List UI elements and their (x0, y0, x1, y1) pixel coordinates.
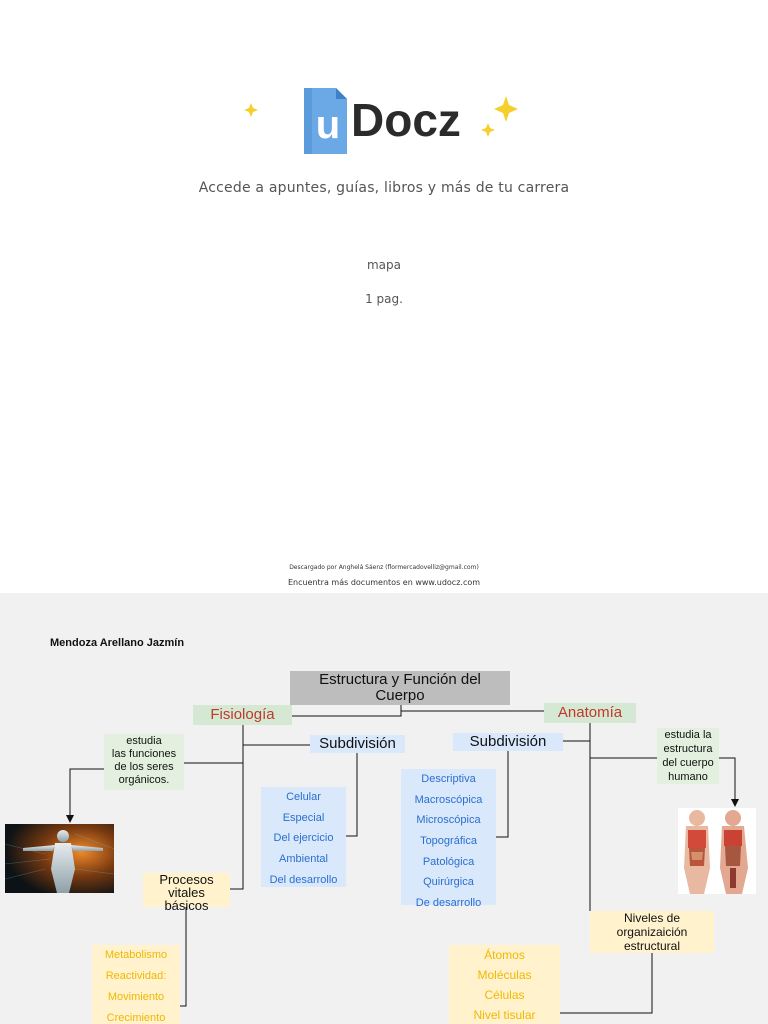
niveles-line: organizaición (616, 925, 688, 939)
author-name: Mendoza Arellano Jazmín (50, 637, 185, 649)
list-item: Macroscópica (414, 793, 483, 806)
document-mark-icon (304, 88, 347, 154)
human-figure-icon (5, 824, 114, 893)
estudia-left-line: estudia (126, 735, 162, 747)
connector-anat-estudia (590, 757, 736, 800)
connector-estudia-image-left (69, 768, 104, 816)
map-title: Estructura y Función del Cuerpo (290, 671, 510, 705)
procesos-line: básicos (164, 898, 209, 913)
node-subdivision-anatomia: Subdivisión (453, 733, 563, 751)
list-item: Nivel tisular (473, 1008, 536, 1022)
estudia-right-line: humano (668, 771, 708, 783)
list-item: Topográfica (420, 835, 477, 848)
document-type: mapa (366, 258, 401, 272)
page-count: 1 pag. (365, 292, 403, 306)
sparkle-icon-right-large (494, 96, 518, 122)
list-item: Descriptiva (421, 773, 476, 785)
cover-page: u Docz Accede a apuntes, guías, libros y… (198, 82, 570, 587)
list-item: Células (484, 988, 525, 1002)
list-item: Del desarrollo (269, 873, 338, 886)
list-item: Especial (282, 811, 325, 824)
logo-graphic (244, 88, 518, 154)
estudia-right-line: del cuerpo (662, 757, 714, 769)
connector-niveles-list (560, 953, 653, 1014)
logo-mark-letter: u (315, 103, 341, 147)
list-item: Microscópica (416, 814, 481, 827)
node-procesos-vitales: Procesos vitales básicos (143, 872, 230, 912)
download-note: Descargado por Anghelá Sáenz (flormercad… (289, 564, 479, 571)
list-item: Ambiental (279, 853, 328, 866)
more-documents-link[interactable]: Encuentra más documentos en www.udocz.co… (287, 578, 481, 587)
procesos-line: Procesos (159, 872, 214, 887)
estudia-left-line: las funciones (111, 748, 177, 760)
list-item: Crecimiento (106, 1012, 166, 1024)
list-item: Moléculas (477, 968, 532, 982)
arrowhead-left (66, 815, 74, 823)
tagline: Accede a apuntes, guías, libros y más de… (198, 180, 570, 196)
arrowhead-right (731, 799, 739, 807)
niveles-line: Niveles de (623, 911, 681, 925)
human-body-image (5, 824, 114, 893)
estudia-right-line: estudia la (664, 729, 712, 741)
anatomy-organs-image (678, 808, 756, 894)
sparkle-icon-right-small (481, 123, 495, 137)
list-item: Quirúrgica (423, 876, 474, 889)
estudia-left-line: de los seres (114, 761, 174, 773)
list-item: Movimiento (107, 991, 165, 1003)
list-item: Del ejercicio (273, 832, 334, 845)
udocz-logo[interactable]: u Docz (240, 82, 530, 162)
anatomy-figures-icon (684, 810, 748, 894)
procesos-line: vitales (168, 885, 205, 900)
connector-title-branches (292, 705, 402, 717)
map-title-line-1: Estructura y Función del (319, 671, 481, 688)
list-item: Metabolismo (104, 949, 168, 961)
connector-procesos-list (180, 907, 187, 1007)
connector-lines (66, 705, 739, 1014)
logo-wordmark: Docz (351, 94, 461, 146)
node-estudia-funciones: estudia las funciones de los seres orgán… (104, 734, 184, 790)
node-subdivision-fisiologia: Subdivisión (310, 735, 405, 753)
estudia-left-line: orgánicos. (118, 774, 170, 786)
list-item: Átomos (484, 948, 525, 962)
sparkle-icon-left (244, 103, 258, 117)
list-procesos-vitales: Metabolismo Reactividad: Movimiento Crec… (92, 945, 180, 1024)
list-fisiologia-subdivisions: Celular Especial Del ejercicio Ambiental… (261, 787, 346, 887)
list-niveles: Átomos Moléculas Células Nivel tisular (449, 945, 560, 1024)
node-estudia-estructura: estudia la estructura del cuerpo humano (657, 728, 719, 784)
list-item: Patológica (422, 855, 475, 868)
map-title-line-2: Cuerpo (375, 687, 425, 704)
list-item: Celular (286, 791, 321, 803)
connector-subdiv-list-left (346, 753, 358, 837)
node-niveles-organizacion: Niveles de organizaición estructural (590, 911, 714, 953)
node-fisiologia: Fisiología (193, 705, 292, 725)
estudia-right-line: estructura (663, 743, 713, 755)
list-item: Reactividad: (105, 970, 167, 982)
node-anatomia: Anatomía (544, 703, 636, 723)
niveles-line: estructural (623, 939, 681, 953)
connector-subdiv-list-right (496, 751, 509, 838)
concept-map-page: Mendoza Arellano Jazmín Estructura y Fun… (0, 593, 768, 1024)
list-item: De desarrollo (415, 897, 482, 910)
connector-fisio-trunk (230, 725, 244, 890)
list-anatomia-subdivisions: Descriptiva Macroscópica Microscópica To… (401, 769, 496, 909)
